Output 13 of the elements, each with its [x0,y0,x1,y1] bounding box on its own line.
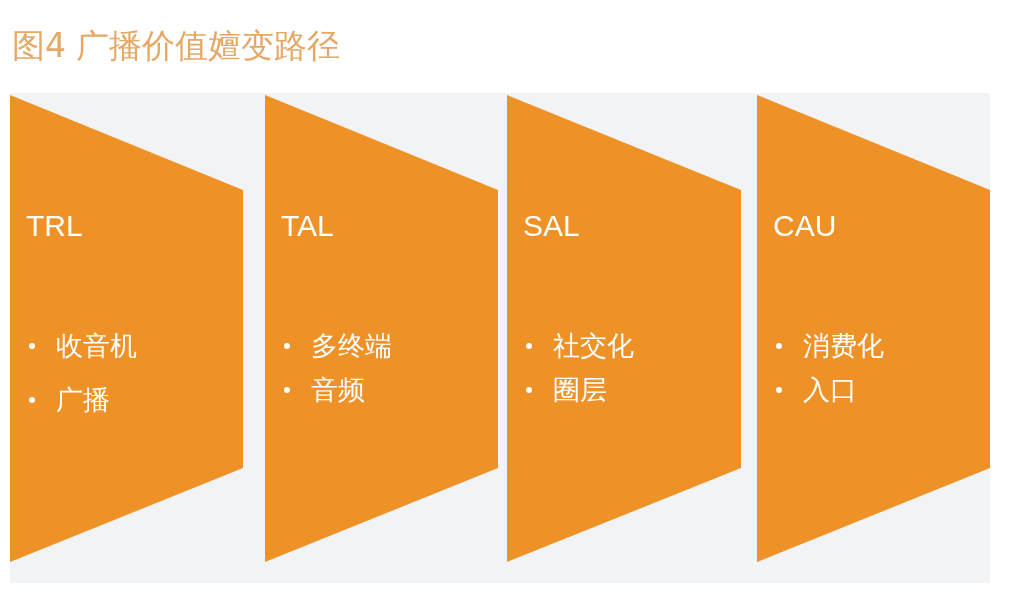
list-item: 社交化 [553,329,634,363]
list-item: 入口 [803,373,857,407]
list-item: 圈层 [553,373,607,407]
heading: SAL [523,209,580,243]
heading: TRL [26,209,83,243]
list-item: 多终端 [311,329,392,363]
list-item: 收音机 [56,329,137,363]
title: 图4 广播价值嬗变路径 [12,25,341,67]
heading: CAU [773,209,837,243]
heading: TAL [281,209,334,243]
list-item: 音频 [311,373,365,407]
list-item: 消费化 [803,329,884,363]
list-item: 广播 [56,383,110,417]
